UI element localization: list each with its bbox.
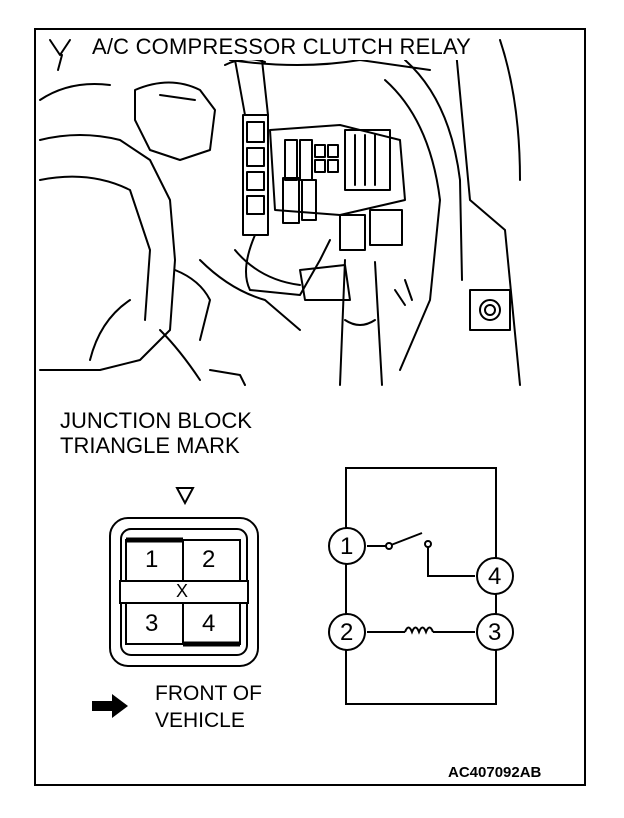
schematic-pin-4: 4 [488, 563, 502, 590]
schematic-pin-3: 3 [488, 619, 502, 646]
front-arrow-icon [92, 694, 128, 718]
front-of-vehicle-label: FRONT OF VEHICLE [155, 680, 262, 734]
connector-center-mark: X [176, 581, 189, 601]
schematic-pin-1: 1 [340, 533, 354, 560]
connector-pin-3: 3 [145, 610, 159, 637]
figure-frame [34, 28, 586, 786]
junction-block-label: JUNCTION BLOCK TRIANGLE MARK [60, 408, 252, 458]
schematic-pin-2: 2 [340, 619, 354, 646]
connector-pin-4: 4 [202, 610, 216, 637]
junction-label-line-1: JUNCTION BLOCK [60, 408, 252, 433]
front-label-line-1: FRONT OF [155, 682, 262, 705]
relay-connector-face [109, 517, 259, 667]
connector-pin-2: 2 [202, 546, 216, 573]
figure-code: AC407092AB [448, 764, 542, 781]
junction-label-line-2: TRIANGLE MARK [60, 433, 240, 458]
front-label-line-2: VEHICLE [155, 709, 245, 732]
relay-schematic [328, 467, 514, 705]
triangle-mark-icon [175, 487, 195, 506]
diagram-title: A/C COMPRESSOR CLUTCH RELAY [90, 34, 474, 60]
connector-pin-1: 1 [145, 546, 159, 573]
